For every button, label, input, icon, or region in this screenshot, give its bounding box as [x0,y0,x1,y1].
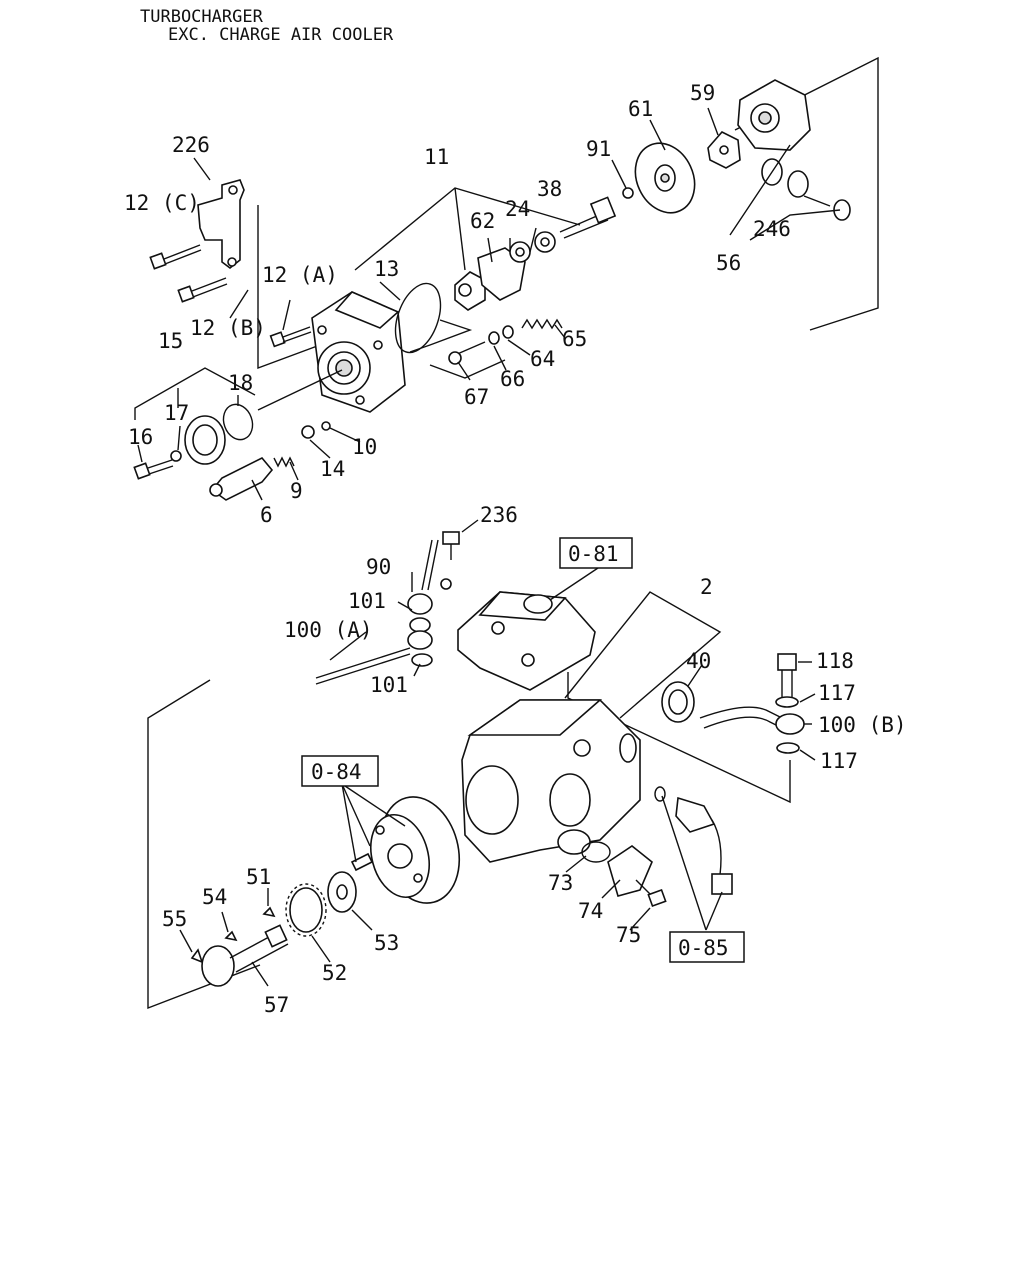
callout-91: 91 [586,137,611,161]
callout-12b: 12 (B) [190,316,266,340]
callout-17: 17 [164,401,189,425]
callout-62: 62 [470,209,495,233]
reference-box-0-81[interactable]: 0-81 [559,537,633,569]
callout-74: 74 [578,899,603,923]
callout-15: 15 [158,329,183,353]
flange-0-84 [350,796,461,904]
callout-61: 61 [628,97,653,121]
leader-lines-upper [134,107,841,501]
bolt-12a [269,326,312,348]
callout-246: 246 [753,217,791,241]
callout-6: 6 [260,503,273,527]
callout-56: 56 [716,251,741,275]
callout-73: 73 [548,871,573,895]
callout-64: 64 [530,347,555,371]
leader-lines-lower [179,519,816,987]
callout-24: 24 [505,197,530,221]
callout-75: 75 [616,923,641,947]
callout-53: 53 [374,931,399,955]
reference-box-0-84[interactable]: 0-84 [301,755,379,787]
plunger-parts [133,403,331,501]
callout-57: 57 [264,993,289,1017]
callout-101-lower: 101 [370,673,408,697]
governor-cover [457,591,596,691]
callout-66: 66 [500,367,525,391]
callout-226: 226 [172,133,210,157]
callout-14: 14 [320,457,345,481]
drive-shaft-parts [190,871,357,987]
title-line-1: TURBOCHARGER [140,7,264,27]
bearing-40 [661,681,695,723]
callout-59: 59 [690,81,715,105]
callout-10: 10 [352,435,377,459]
reference-label-0-81: 0-81 [568,542,619,566]
vane-59 [707,131,741,169]
callout-38: 38 [537,177,562,201]
reference-label-0-84: 0-84 [311,760,362,784]
callout-118: 118 [816,649,854,673]
callout-65: 65 [562,327,587,351]
callout-12a: 12 (A) [262,263,338,287]
title-line-2: EXC. CHARGE AIR COOLER [168,25,394,45]
callout-90: 90 [366,555,391,579]
callout-100b: 100 (B) [818,713,907,737]
sensor-connector [654,786,733,895]
callout-101-upper: 101 [348,589,386,613]
bolt-12b [177,277,228,303]
callout-100a: 100 (A) [284,618,373,642]
callout-2: 2 [700,575,713,599]
callout-51: 51 [246,865,271,889]
callout-12c: 12 (C) [124,191,200,215]
callout-labels: 226 11 91 61 59 12 (C) 62 24 38 246 56 1… [124,81,907,1017]
cover-plate-61 [634,142,696,214]
reference-box-0-85[interactable]: 0-85 [669,931,745,963]
callout-40: 40 [686,649,711,673]
spring-65 [448,318,563,365]
pump-housing [311,291,406,413]
callout-55: 55 [162,907,187,931]
callout-9: 9 [290,479,303,503]
overflow-valve-parts [315,531,460,685]
callout-11: 11 [424,145,449,169]
callout-117-lower: 117 [820,749,858,773]
callout-52: 52 [322,961,347,985]
drive-shaft [559,187,634,239]
callout-18: 18 [228,371,253,395]
lower-section-bracket [147,672,791,1010]
end-cap-56 [737,79,811,151]
callout-54: 54 [202,885,227,909]
callout-13: 13 [374,257,399,281]
pipe-100b [699,653,805,754]
bolt-12c [149,244,202,270]
plate-74 [581,841,667,908]
callout-16: 16 [128,425,153,449]
pump-body [461,699,641,863]
callout-67: 67 [464,385,489,409]
reference-label-0-85: 0-85 [678,936,729,960]
callout-117-upper: 117 [818,681,856,705]
callout-236: 236 [480,503,518,527]
o-ring-13 [394,282,442,354]
rotor-assembly [454,231,556,311]
bracket-226 [197,179,245,270]
